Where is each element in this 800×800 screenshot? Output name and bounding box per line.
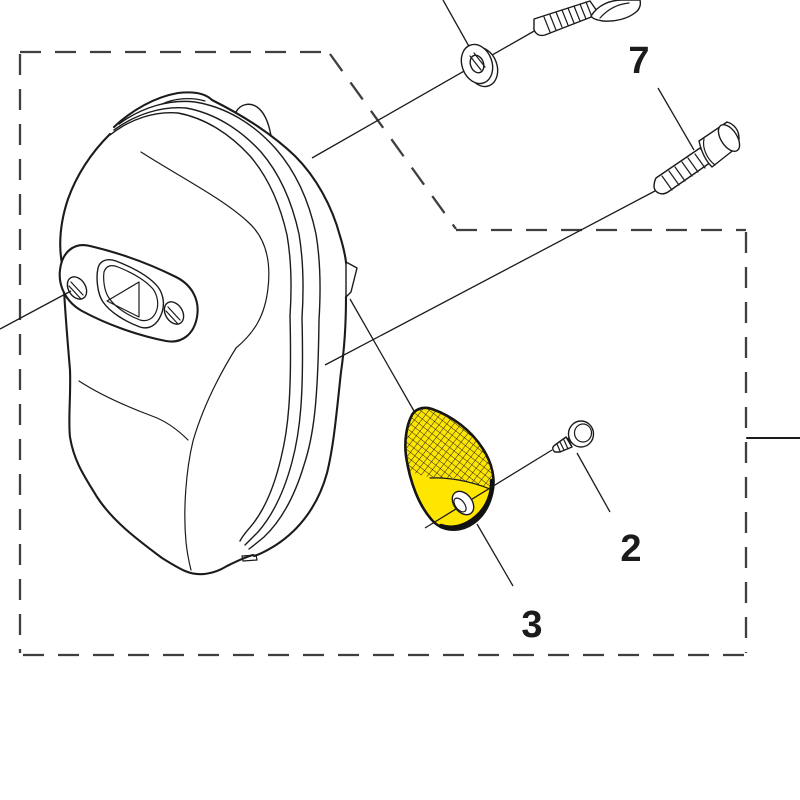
leader-line: [0, 290, 72, 330]
callout-2[interactable]: 2: [620, 528, 641, 570]
dashed-boundary: [18, 50, 748, 657]
washer: [460, 43, 499, 88]
callout-3[interactable]: 3: [521, 604, 542, 646]
bolt-7: [653, 121, 741, 195]
leader-line-2: [576, 452, 611, 513]
mount-bump: [235, 103, 272, 137]
spark-screen-3[interactable]: [395, 395, 505, 531]
flange-bolt-hole-right: [163, 301, 185, 325]
screw-2: [552, 420, 595, 453]
exhaust-flange: [58, 244, 199, 343]
leader-line-3: [476, 523, 514, 587]
exhaust-port: [96, 259, 165, 329]
leader-line-7: [657, 87, 695, 151]
callout-7[interactable]: 7: [628, 40, 649, 82]
flange-bolt-hole-left: [66, 276, 88, 300]
leader-line-screw-axis: [424, 449, 553, 529]
leader-lines: [311, 0, 656, 412]
outlet-tab: [345, 261, 358, 298]
port-triangle-mark: [106, 281, 140, 318]
screen-hole: [451, 490, 475, 516]
muffler-drawing: [58, 91, 358, 576]
bolt-top: [533, 0, 642, 37]
